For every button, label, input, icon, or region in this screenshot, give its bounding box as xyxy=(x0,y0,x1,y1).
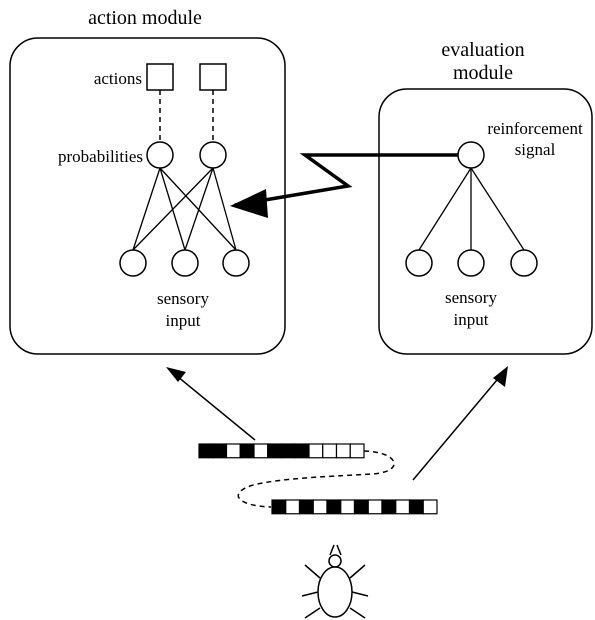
arrow-to-evaluation-module xyxy=(412,373,503,481)
reinforcement-node xyxy=(457,141,485,169)
action-sensory-label-2: input xyxy=(166,311,201,330)
action-unit-2 xyxy=(199,63,227,91)
strip-cell xyxy=(308,443,324,459)
strip-cell xyxy=(422,499,438,515)
strip-cell xyxy=(285,499,301,515)
evaluation-module-box xyxy=(378,88,593,355)
reinforcement-label-1: reinforcement xyxy=(487,119,583,138)
action-sensory-label-1: sensory xyxy=(157,289,209,308)
action-sensory-node-3 xyxy=(222,249,250,277)
action-sensory-node-1 xyxy=(119,249,147,277)
strip-cell xyxy=(322,443,338,459)
strip-cell xyxy=(340,499,356,515)
sensory-strip-2 xyxy=(271,499,438,515)
probability-node-1 xyxy=(146,141,174,169)
strip-cell xyxy=(408,499,424,515)
strip-cell xyxy=(212,443,228,459)
action-connections xyxy=(132,167,237,251)
eval-sensory-node-1 xyxy=(405,249,433,277)
eval-sensory-node-3 xyxy=(510,249,538,277)
strip-connector xyxy=(237,450,395,508)
strip-cell xyxy=(312,499,328,515)
beetle-icon xyxy=(301,544,369,619)
strip-cell xyxy=(280,443,296,459)
strip-cell xyxy=(367,499,383,515)
strip-cell xyxy=(225,443,241,459)
strip-cell xyxy=(395,499,411,515)
reinforcement-label-2: signal xyxy=(515,140,556,159)
strip-cell xyxy=(267,443,283,459)
reinforcement-signal-line xyxy=(234,153,458,207)
arrow-icon xyxy=(493,366,508,387)
eval-sensory-label-1: sensory xyxy=(445,288,497,307)
strip-cell xyxy=(353,499,369,515)
strip-cell xyxy=(271,499,287,515)
action-unit-1 xyxy=(146,63,174,91)
strip-cell xyxy=(253,443,269,459)
reinforcement-arrowhead xyxy=(230,189,268,218)
eval-sensory-node-2 xyxy=(457,249,485,277)
actions-label: actions xyxy=(94,69,142,88)
evaluation-module-title-1: evaluation xyxy=(441,39,524,61)
strip-cell xyxy=(239,443,255,459)
action-module-title: action module xyxy=(88,7,202,29)
strip-cell xyxy=(326,499,342,515)
strip-cell xyxy=(335,443,351,459)
arrow-icon xyxy=(166,367,186,382)
strip-cell xyxy=(294,443,310,459)
eval-sensory-label-2: input xyxy=(454,310,489,329)
probability-node-2 xyxy=(199,141,227,169)
strip-cell xyxy=(381,499,397,515)
arrow-to-action-module xyxy=(171,371,256,441)
strip-cell xyxy=(298,499,314,515)
evaluation-module-title-2: module xyxy=(453,62,513,84)
action-sensory-node-2 xyxy=(171,249,199,277)
sensory-strip-1 xyxy=(198,443,365,459)
strip-cell xyxy=(198,443,214,459)
evaluation-connections xyxy=(418,167,525,251)
probabilities-label: probabilities xyxy=(58,147,143,166)
strip-cell xyxy=(349,443,365,459)
